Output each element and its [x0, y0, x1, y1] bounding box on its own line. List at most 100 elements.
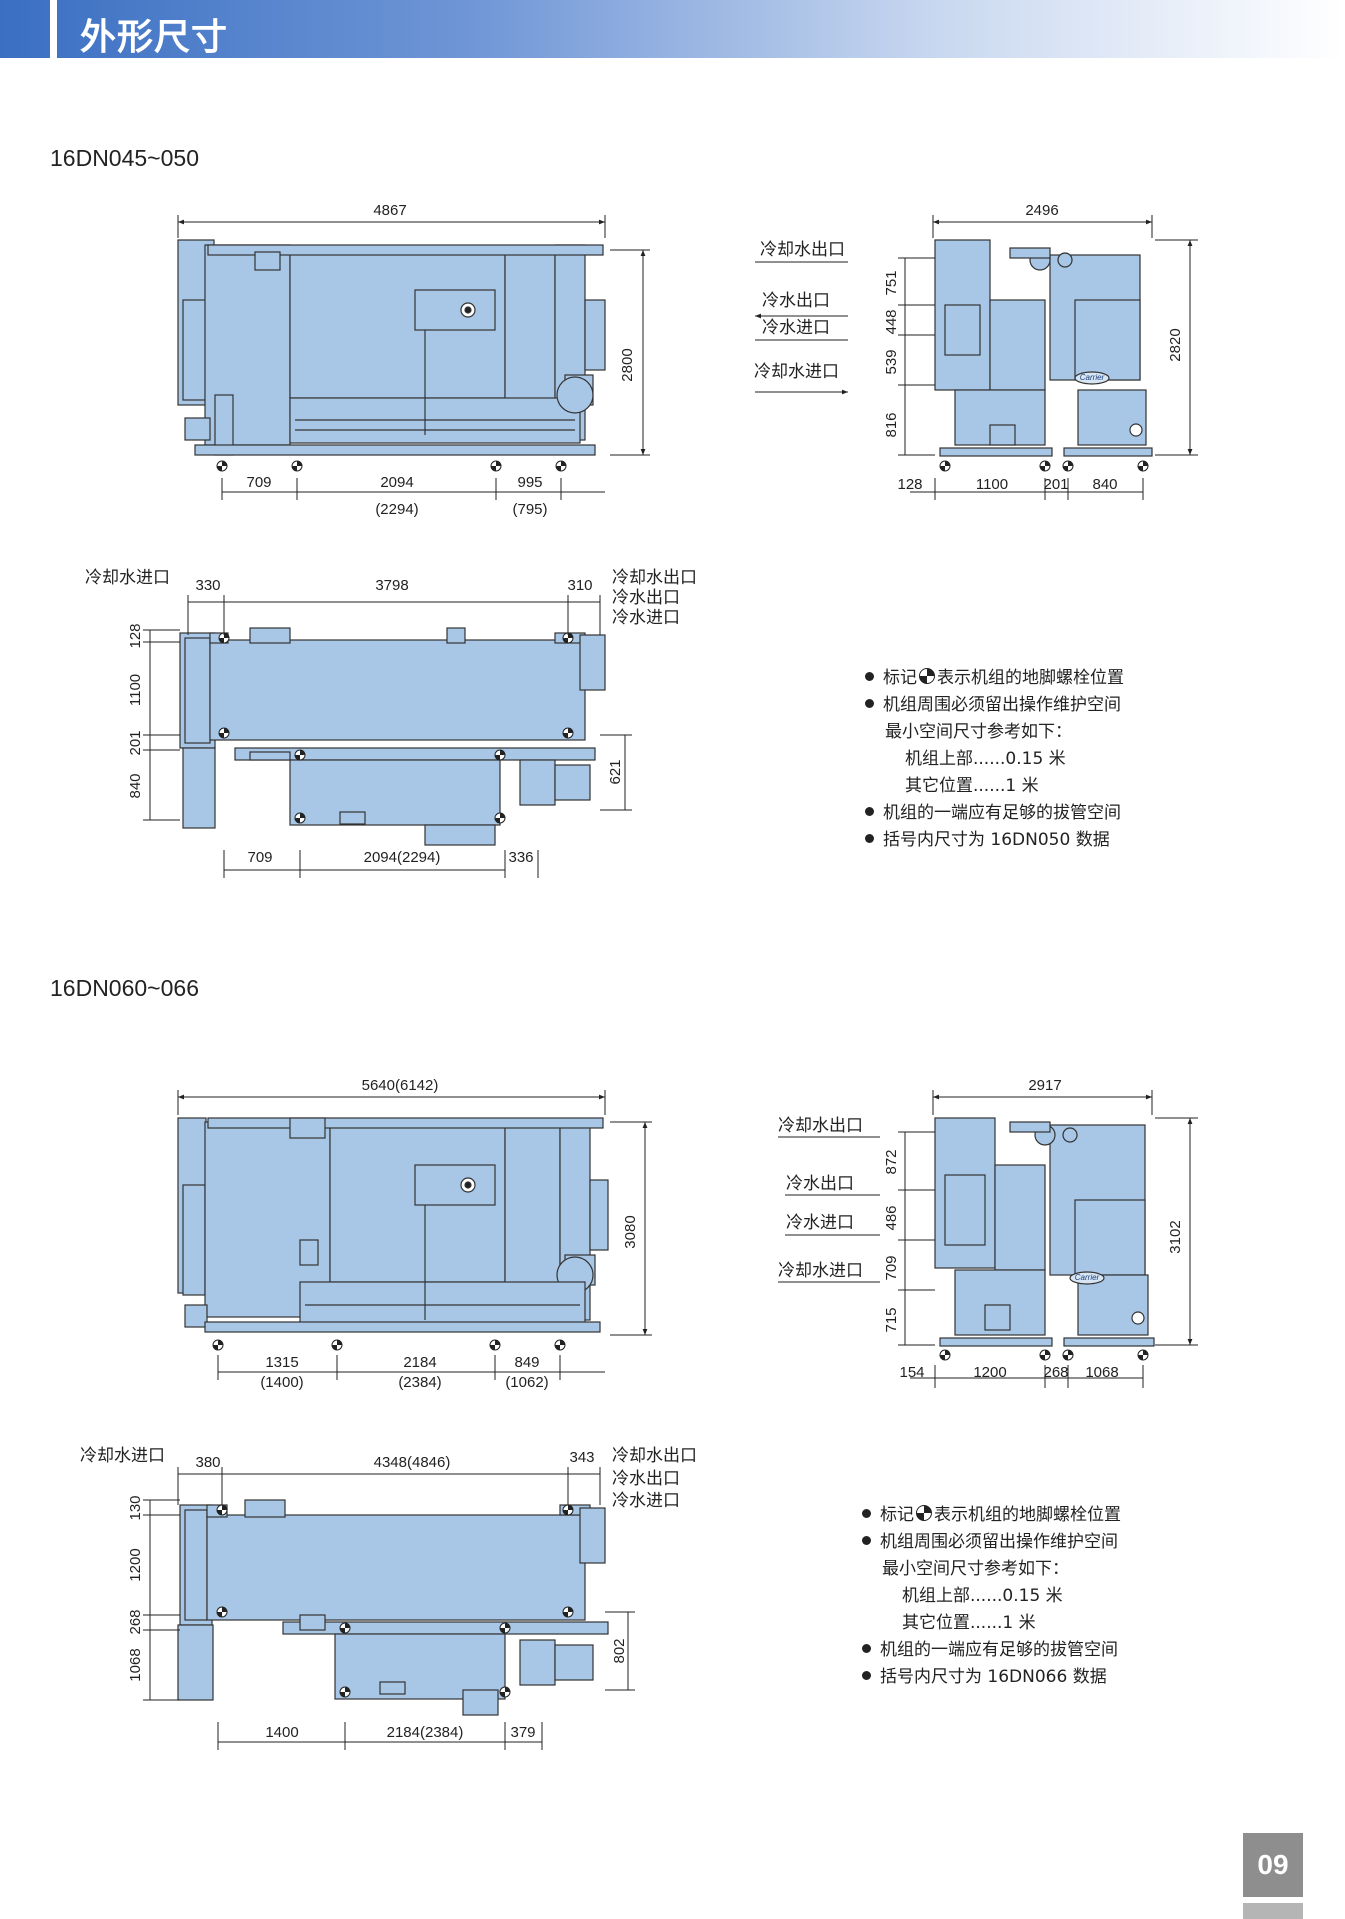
note-1-line-6: 机组的一端应有足够的拔管空间: [865, 800, 1124, 827]
note-1-suffix: 表示机组的地脚螺栓位置: [937, 668, 1124, 688]
side-2-h-c: 268: [1043, 1364, 1068, 1381]
side-1-v-d: 816: [883, 412, 900, 437]
top-1-right-label-b: 冷水出口: [612, 588, 680, 608]
front-view-2: [177, 1117, 609, 1333]
top-view-2-dims: [143, 1467, 635, 1750]
side-2-height: 3102: [1167, 1220, 1184, 1253]
front-2-dim-c: 849: [514, 1354, 539, 1371]
side-2-pipe-label-d: 冷却水进口: [778, 1261, 863, 1281]
front-1-alt-c: (795): [512, 501, 547, 518]
front-1-height: 2800: [619, 348, 636, 381]
header-band: [0, 0, 1345, 58]
top-2-b-a: 1400: [265, 1724, 298, 1741]
top-1-v-b: 1100: [127, 674, 144, 706]
side-1-h-c: 201: [1043, 476, 1068, 493]
side-2-h-d: 1068: [1085, 1364, 1118, 1381]
note-1-line-3: 最小空间尺寸参考如下：: [885, 722, 1072, 742]
top-1-dim-c: 310: [567, 577, 592, 594]
front-2-dim-b: 2184: [403, 1354, 436, 1371]
carrier-badge-2: Carrier: [1075, 1273, 1100, 1282]
bullet-icon: [865, 671, 874, 681]
top-2-right-vertical: 802: [611, 1638, 628, 1663]
notes-1: 标记表示机组的地脚螺栓位置 机组周围必须留出操作维护空间 最小空间尺寸参考如下：…: [865, 665, 1124, 854]
front-2-alt-c: (1062): [505, 1374, 548, 1391]
note-1-text-6: 机组的一端应有足够的拔管空间: [883, 803, 1121, 823]
side-2-h-a: 154: [899, 1364, 924, 1381]
front-2-height: 3080: [622, 1215, 639, 1248]
side-2-v-c: 709: [883, 1255, 900, 1280]
page-number-tab: [1243, 1903, 1303, 1919]
side-2-v-d: 715: [883, 1307, 900, 1332]
front-2-length: 5640(6142): [362, 1077, 439, 1094]
top-2-v-a: 130: [127, 1495, 144, 1520]
top-2-dim-c: 343: [569, 1449, 594, 1466]
top-1-b-c: 336: [508, 849, 533, 866]
side-1-pipe-label-c: 冷水进口: [762, 318, 830, 338]
side-1-height: 2820: [1167, 328, 1184, 361]
bullet-icon: [862, 1535, 871, 1545]
model-label-1: 16DN045~050: [50, 145, 199, 171]
bullet-icon: [862, 1643, 871, 1653]
side-1-pipe-label-a: 冷却水出口: [760, 240, 845, 260]
notes-2: 标记表示机组的地脚螺栓位置 机组周围必须留出操作维护空间 最小空间尺寸参考如下：…: [862, 1502, 1121, 1691]
header-accent-bar: [50, 0, 57, 58]
note-1-line-2: 机组周围必须留出操作维护空间: [865, 692, 1124, 719]
page-title: 外形尺寸: [80, 17, 229, 58]
side-1-h-a: 128: [897, 476, 922, 493]
note-2-line-6: 机组的一端应有足够的拔管空间: [862, 1637, 1121, 1664]
note-2-prefix: 标记: [880, 1505, 914, 1525]
side-view-1-bolts: [939, 460, 1149, 472]
side-1-h-d: 840: [1092, 476, 1117, 493]
side-view-2: [934, 1117, 1155, 1347]
anchor-bolt-icon: [919, 668, 935, 684]
note-1-prefix: 标记: [883, 668, 917, 688]
top-2-v-d: 1068: [127, 1648, 144, 1681]
front-2-dim-a: 1315: [265, 1354, 298, 1371]
bullet-icon: [865, 833, 874, 843]
top-1-b-b: 2094(2294): [364, 849, 441, 866]
bullet-icon: [865, 698, 874, 708]
side-2-v-b: 486: [883, 1205, 900, 1230]
top-view-1: [179, 627, 606, 846]
top-1-v-d: 840: [127, 773, 144, 798]
front-1-alt-b: (2294): [375, 501, 418, 518]
bullet-icon: [862, 1670, 871, 1680]
note-2-line-3: 最小空间尺寸参考如下：: [882, 1559, 1069, 1579]
bullet-icon: [862, 1508, 871, 1518]
note-2-line-7: 括号内尺寸为 16DN066 数据: [862, 1664, 1121, 1691]
top-2-b-c: 379: [510, 1724, 535, 1741]
note-1-text-7: 括号内尺寸为 16DN050 数据: [883, 830, 1110, 850]
front-view-2-bolts: [212, 1339, 566, 1351]
top-2-v-b: 1200: [127, 1548, 144, 1581]
side-2-pipe-label-b: 冷水出口: [786, 1174, 854, 1194]
note-2-line-1: 标记表示机组的地脚螺栓位置: [862, 1502, 1121, 1529]
top-1-right-vertical: 621: [607, 759, 624, 784]
top-2-right-label-c: 冷水进口: [612, 1491, 680, 1511]
top-1-left-label: 冷却水进口: [85, 568, 170, 588]
front-1-length: 4867: [373, 202, 406, 219]
note-2-line-2: 机组周围必须留出操作维护空间: [862, 1529, 1121, 1556]
side-1-v-b: 448: [883, 309, 900, 334]
top-1-v-a: 128: [127, 623, 144, 648]
note-2-text-2: 机组周围必须留出操作维护空间: [880, 1532, 1118, 1552]
front-1-dim-b: 2094: [380, 474, 413, 491]
top-1-right-label-c: 冷水进口: [612, 608, 680, 628]
note-1-line-1: 标记表示机组的地脚螺栓位置: [865, 665, 1124, 692]
front-view-1: [177, 239, 606, 456]
note-2-suffix: 表示机组的地脚螺栓位置: [934, 1505, 1121, 1525]
front-2-alt-a: (1400): [260, 1374, 303, 1391]
front-view-1-dims: [177, 215, 650, 500]
note-1-line-4: 机组上部......0.15 米: [905, 749, 1066, 769]
side-1-width: 2496: [1025, 202, 1058, 219]
top-2-dim-a: 380: [195, 1454, 220, 1471]
top-2-right-label-b: 冷水出口: [612, 1469, 680, 1489]
side-1-pipe-label-b: 冷水出口: [762, 291, 830, 311]
side-2-h-b: 1200: [973, 1364, 1006, 1381]
side-1-pipe-label-d: 冷却水进口: [754, 362, 839, 382]
side-1-h-b: 1100: [976, 476, 1008, 493]
anchor-bolt-icon: [916, 1505, 932, 1521]
side-1-v-a: 751: [883, 270, 900, 295]
front-2-alt-b: (2384): [398, 1374, 441, 1391]
side-view-1: [934, 239, 1153, 457]
